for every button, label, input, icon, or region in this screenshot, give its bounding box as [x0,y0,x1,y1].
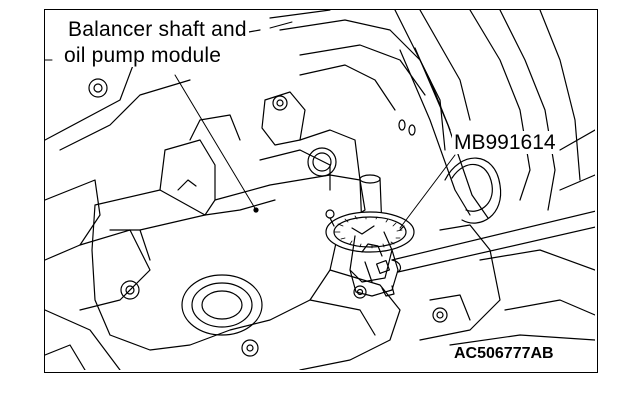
tool-mb991614 [325,209,595,297]
module-callout: Balancer shaft and oil pump module [62,18,249,67]
leader-lines [45,21,456,229]
module-callout-line1: Balancer shaft and [68,18,247,41]
module-callout-line2: oil pump module [64,44,222,67]
figure-frame [44,9,598,373]
oil-pump-module [91,91,401,370]
belt-pulley [399,47,502,224]
tool-callout: MB991614 [452,131,558,154]
figure-code: AC506777AB [452,345,556,362]
